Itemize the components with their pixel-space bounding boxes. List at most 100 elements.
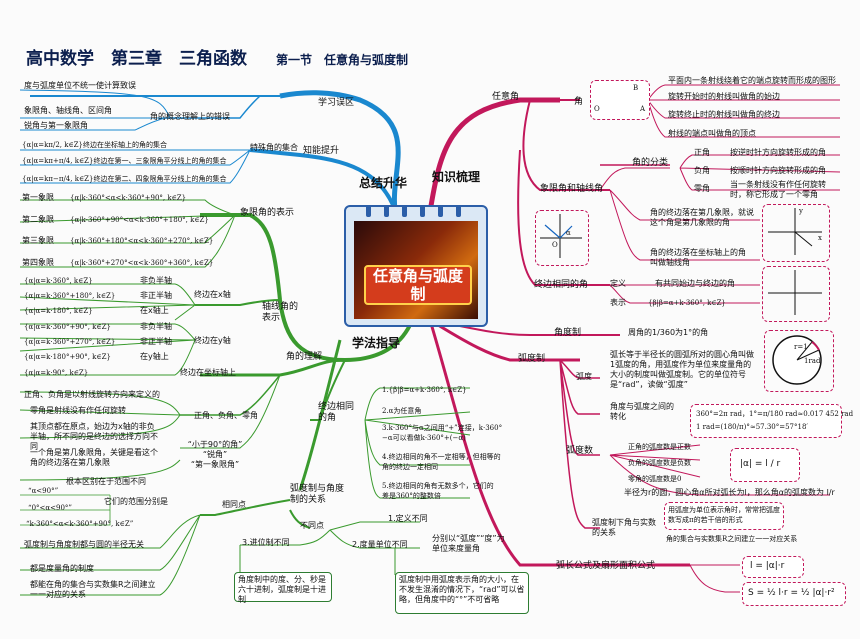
coterminal-title: 终边相同的角 [318,402,355,423]
conversion-formula-2: 1 rad=(180/π)°≈57.30°=57°18′ [696,423,808,431]
arc-length-formula: l = |α|·r [750,561,785,571]
radian-number-item: 正角的弧度数是正数 [628,443,691,451]
quadrant-name: 第三象限 [22,236,54,245]
figure-label-alpha: α [566,229,571,237]
coterminal-expr: {β|β=α+k·360°, k∈Z} [648,299,726,307]
axis-name: 非负半轴 [140,276,172,285]
figure-label-o: O [552,241,558,249]
quadrant-name: 第四象限 [22,258,54,267]
coordinate-figure-left [540,214,582,258]
coordinate-figure-right-1 [768,208,822,255]
classification-label: 角的分类 [632,158,669,168]
coord-box-right-2 [762,266,830,322]
figure-label-x: x [818,234,822,242]
branch-method: 学法指导 [352,336,401,350]
acute-label: “小于90°的角” “锐角” “第一象限角” [187,440,243,469]
axis-set: {α|α=k·360°+270°, k∈Z} [24,338,116,346]
pnz-item: 零角是射线没有作任何旋转 [30,406,126,415]
acute-note: 一个角是第几象限角，关键是看这个角的终边落在第几象限 [30,448,158,467]
coterminal-item: 3.k·360°与α之间用“+”连接，k·360°−α可以看做k·360°+(−… [382,424,503,442]
range-note: 根本区别在于范围不同 [66,477,146,486]
range-diff: 它们的范围分别是 [104,497,168,506]
figure-label-y: y [799,207,803,215]
quadrant-set: {α|k·360°+270°<α<k·360°+360°, k∈Z} [70,259,214,267]
misconception-item: 象限角、轴线角、区间角 [24,106,112,115]
figure-label-o: O [594,105,600,113]
special-sets-label: 特殊角的集合 [250,143,298,152]
angle-def: 旋转开始时的射线叫做角的始边 [668,92,780,101]
unit-note: 分别以“弧度”“度”为单位来度量角 [432,534,505,553]
angle-understanding-label: 角的理解 [286,352,323,362]
same-point-label: 相同点 [222,500,246,509]
figure-label-a: A [640,105,646,113]
coterminal-item: 2.α为任意角 [382,407,422,415]
diff-item: 3.进位制不同 [242,538,290,547]
diff-item: 1.定义不同 [388,514,428,523]
misconception-item: 度与弧度单位不统一使计算致误 [24,81,136,90]
axis-set: {α|α=k·360°+180°, k∈Z} [24,292,116,300]
quadrant-name: 第一象限 [22,193,54,202]
special-set: {α|α=kπ−π/4, k∈Z}终边在第二、四象限角平分线上的角的集合 [22,175,227,183]
branch-summary: 总结升华 [359,176,408,190]
omit-note: 弧度制中用弧度表示角的大小，在不发生混淆的情况下，“rad”可以省略，但角度中的… [399,575,525,604]
center-topic-label: 任意角与弧度制 [364,265,472,305]
class-name: 负角 [694,166,710,175]
definition-label: 定义 [610,279,626,288]
range-b: “0°<α<90°” [28,504,72,512]
axis-set: {α|α=k·180°+90°, k∈Z} [24,353,111,361]
angle-label: 角 [574,97,584,107]
axis-name: 终边在坐标轴上 [180,368,236,377]
same-item: 都能在角的集合与实数集R之间建立一一对应的关系 [30,580,156,599]
diff-item: 2.度量单位不同 [352,540,408,549]
degree-system-label: 角度制 [554,328,582,338]
misconception-item: 锐角与第一象限角 [24,121,88,130]
misconception-note: 角的概念理解上的错误 [150,112,230,121]
coterminal-label: 终边相同的角 [534,280,589,290]
quadrant-set: {α|k·360°<α<k·360°+90°, k∈Z} [70,194,187,202]
on-y-axis-label: 终边在y轴 [194,336,231,345]
omit-note-box [395,572,529,614]
figure-label-rad: 1rad [804,357,821,365]
radian-system-label: 弧度制 [518,354,546,364]
axis-name: 非正半轴 [140,337,172,346]
axis-set: {α|α=k·180°, k∈Z} [24,307,93,315]
angle-def: 平面内一条射线绕着它的端点旋转而形成的图形 [668,76,836,85]
axis-rep-label: 轴线角的表示 [262,302,299,323]
on-x-axis-label: 终边在x轴 [194,290,231,299]
angle-def: 射线的端点叫做角的顶点 [668,129,756,138]
radian-number-item: 负角的弧度数是负数 [628,459,691,467]
coterminal-def: 有共同始边与终边的角 [655,279,735,288]
branch-knowledge: 知识梳理 [432,170,481,184]
any-angle-label: 任意角 [492,92,520,102]
axis-desc: 角的终边落在坐标轴上的角叫做轴线角 [650,248,746,267]
quadrant-name: 第二象限 [22,215,54,224]
quadrant-axis-label: 象限角和轴线角 [540,184,604,194]
class-name: 正角 [694,148,710,157]
range-a: “α<90°” [28,487,59,495]
range-c: “k·360°<α<k·360°+90°, k∈Z” [26,520,134,528]
quadrant-set: {α|k·360°+180°<α<k·360°+270°, k∈Z} [70,237,214,245]
abs-formula: |α| = l / r [740,459,781,469]
coterminal-item: 1.{β|β=α+k·360°, k∈Z} [382,386,467,394]
coord-box-right-1 [762,204,830,262]
special-set: {α|α=kπ+π/4, k∈Z}终边在第一、三象限角平分线上的角的集合 [22,157,227,165]
radian-circle-figure [772,335,822,385]
coord-box-left [535,210,589,266]
axis-set: {α|α=k·360°, k∈Z} [24,277,93,285]
figure-label-r1: r=1 [794,343,808,351]
conversion-formula-1: 360°=2π rad，1°=π/180 rad≈0.017 452 rad [696,410,854,418]
center-topic-card: 任意角与弧度制 [344,205,488,327]
sector-area-box [742,582,846,606]
same-item: 弧度制与角度制都与圆的半径无关 [24,540,144,549]
misconception-zone: 学习误区 [318,98,355,108]
radian-number-item: 零角的弧度数是0 [628,475,682,483]
class-desc: 当一条射线没有作任何旋转时，称它形成了一个零角 [730,180,826,199]
quadrant-desc: 角的终边落在第几象限，就说这个角是第几象限的角 [650,208,754,227]
axis-set: {α|α=k·90°, k∈Z} [24,369,89,377]
radian-real-note: 用弧度为单位表示角时，常常把弧度数写成π的若干倍的形式 [668,506,780,524]
axis-name: 在y轴上 [140,352,169,361]
class-desc: 按顺时针方向旋转形成的角 [730,166,826,175]
special-set: {α|α=kπ/2, k∈Z}终边在坐标轴上的角的集合 [22,141,167,149]
conversion-label: 角度与弧度之间的转化 [610,402,674,421]
